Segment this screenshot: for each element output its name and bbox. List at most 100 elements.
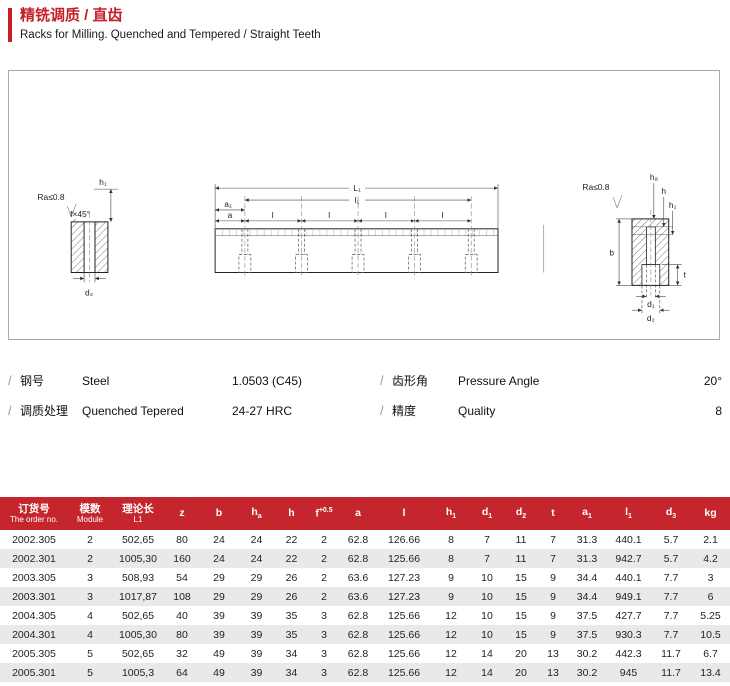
spec-section: / 钢号 Steel 1.0503 (C45) / 齿形角 Pressure A… bbox=[8, 372, 722, 419]
table-cell: 30.2 bbox=[576, 666, 598, 679]
column-header: h bbox=[275, 497, 308, 530]
table-cell: 24 bbox=[213, 552, 225, 565]
table-cell: 440.1 bbox=[615, 571, 642, 584]
table-cell: 3 bbox=[321, 609, 327, 622]
table-cell: 10 bbox=[481, 571, 493, 584]
table-cell: 7 bbox=[484, 533, 490, 546]
table-cell: 5 bbox=[87, 666, 93, 679]
table-cell: 80 bbox=[176, 628, 188, 641]
table-cell: 7.7 bbox=[663, 628, 679, 641]
table-cell: 5.25 bbox=[700, 609, 721, 622]
table-cell: 29 bbox=[250, 571, 263, 584]
page-title: 精铣调质 / 直齿 bbox=[20, 7, 123, 24]
table-cell: 10 bbox=[481, 628, 493, 641]
table-cell: 10.5 bbox=[700, 628, 721, 641]
column-header: d3 bbox=[651, 497, 691, 530]
table-cell: 6 bbox=[707, 590, 714, 603]
left-section-view: Ra≤0.8 h₁ f×45° bbox=[37, 177, 118, 297]
table-cell: 49 bbox=[213, 666, 225, 679]
table-cell: 5.7 bbox=[663, 552, 679, 565]
table-cell: 15 bbox=[515, 590, 527, 603]
table-cell: 24 bbox=[250, 533, 263, 546]
table-cell: 62.8 bbox=[347, 628, 369, 641]
table-cell: 3 bbox=[87, 571, 93, 584]
table-cell: 442.3 bbox=[615, 647, 642, 660]
table-cell: 14 bbox=[481, 647, 493, 660]
table-cell: 13 bbox=[547, 666, 559, 679]
table-cell: 127.23 bbox=[387, 571, 421, 584]
spec-label-en: Quality bbox=[458, 404, 496, 418]
column-header: ha bbox=[238, 497, 275, 530]
table-cell: 39 bbox=[250, 609, 263, 622]
right-section-view: Ra≤0.8 hₐ h h₁ bbox=[582, 172, 686, 323]
section-outline bbox=[631, 218, 670, 286]
spec-slash: / bbox=[8, 373, 12, 388]
table-cell: 29 bbox=[213, 590, 225, 603]
table-cell: 63.6 bbox=[347, 590, 369, 603]
table-cell: 427.7 bbox=[615, 609, 642, 622]
table-cell: 62.8 bbox=[347, 666, 369, 679]
title-accent-bar bbox=[8, 8, 12, 42]
table-cell: 1005,30 bbox=[119, 552, 157, 565]
table-cell: 2 bbox=[87, 533, 93, 546]
table-cell: 15 bbox=[515, 571, 527, 584]
page-header: 精铣调质 / 直齿 Racks for Milling. Quenched an… bbox=[8, 7, 321, 42]
table-cell: 12 bbox=[445, 666, 457, 679]
table-cell: 15 bbox=[515, 609, 527, 622]
table-cell: 4.2 bbox=[703, 552, 718, 565]
drawing-svg: Ra≤0.8 h₁ f×45° bbox=[37, 172, 686, 323]
table-cell: 3 bbox=[87, 590, 93, 603]
table-cell: 34 bbox=[285, 647, 298, 660]
table-cell: 11.7 bbox=[661, 666, 681, 679]
dim-label-t: t bbox=[684, 269, 687, 279]
table-cell: 22 bbox=[285, 552, 298, 565]
table-cell: 80 bbox=[176, 533, 188, 546]
table-cell: 31.3 bbox=[576, 552, 598, 565]
spec-value: 24-27 HRC bbox=[232, 404, 293, 418]
table-cell: 1017,87 bbox=[119, 590, 157, 603]
table-cell: 2 bbox=[321, 552, 327, 565]
spec-steel: / 钢号 Steel 1.0503 (C45) bbox=[8, 372, 350, 389]
dim-label-h1: h₁ bbox=[669, 200, 677, 210]
spec-quality: / 精度 Quality 8 bbox=[380, 402, 722, 419]
table-cell: 8 bbox=[448, 552, 454, 565]
column-header: h1 bbox=[432, 497, 470, 530]
table-cell: 62.8 bbox=[347, 647, 369, 660]
table-cell: 125.66 bbox=[387, 666, 421, 679]
column-header: f+0.5 bbox=[308, 497, 340, 530]
mounting-hole bbox=[295, 195, 308, 279]
table-cell: 2003.305 bbox=[12, 571, 56, 584]
table-cell: 2003.301 bbox=[12, 590, 56, 603]
column-header: a1 bbox=[568, 497, 606, 530]
dim-label-l1: l₁ bbox=[355, 195, 360, 205]
table-cell: 9 bbox=[550, 609, 556, 622]
column-header: d2 bbox=[504, 497, 538, 530]
table-cell: 1005,3 bbox=[121, 666, 155, 679]
table-cell: 10 bbox=[481, 590, 493, 603]
spec-label-en: Steel bbox=[82, 374, 110, 388]
table-cell: 39 bbox=[250, 666, 263, 679]
table-cell: 13.4 bbox=[700, 666, 721, 679]
table-cell: 49 bbox=[213, 647, 225, 660]
table-cell: 508,93 bbox=[121, 571, 155, 584]
roughness-icon bbox=[66, 203, 77, 218]
table-cell: 440.1 bbox=[615, 533, 642, 546]
page-subtitle: Racks for Milling. Quenched and Tempered… bbox=[20, 28, 321, 41]
dim-label-L1: L₁ bbox=[353, 183, 361, 193]
spec-label-zh: 齿形角 bbox=[392, 374, 429, 388]
table-cell: 126.66 bbox=[387, 533, 421, 546]
spec-label-en: Quenched Tepered bbox=[82, 404, 184, 418]
teeth-band bbox=[215, 228, 498, 236]
table-cell: 2004.305 bbox=[12, 609, 56, 622]
table-cell: 2002.301 bbox=[12, 552, 56, 565]
table-cell: 6.7 bbox=[703, 647, 718, 660]
